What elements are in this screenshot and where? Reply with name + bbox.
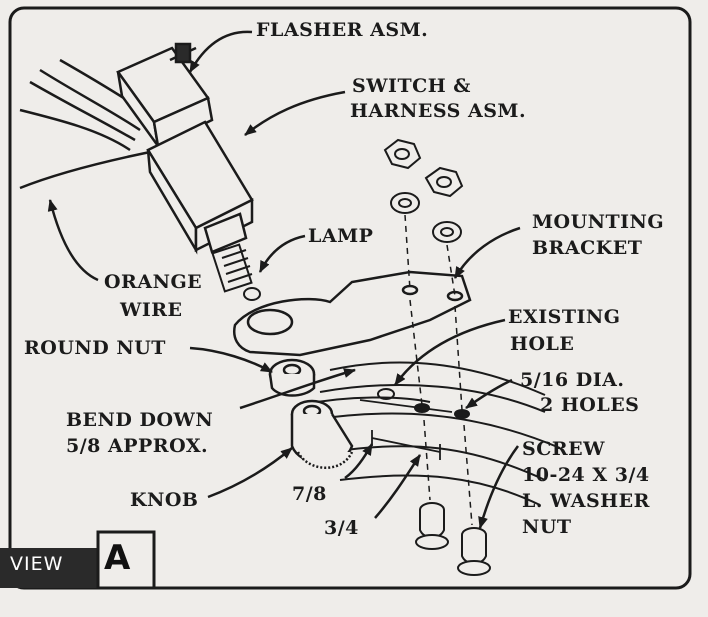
top-nut-right: [424, 166, 464, 198]
label-dim-3-4: 3/4: [324, 517, 359, 539]
round-nut: [268, 358, 316, 397]
frame-border: [8, 6, 692, 590]
top-nut-left: [383, 138, 422, 170]
view-letter: A: [104, 538, 131, 578]
arrow-orange-wire: [47, 199, 99, 282]
label-knob: KNOB: [130, 489, 199, 511]
arrow-mounting: [453, 226, 521, 279]
label-orange-line1: ORANGE: [104, 271, 203, 293]
arrow-round-nut: [189, 346, 273, 374]
label-screw-line3: L. WASHER: [522, 490, 650, 512]
label-switch-line2: HARNESS ASM.: [350, 100, 527, 122]
label-dim-7-8: 7/8: [292, 483, 327, 505]
lamp-socket: [211, 243, 261, 301]
arrow-switch: [244, 90, 346, 136]
label-bend-line2: 5/8 APPROX.: [66, 435, 209, 457]
knob: [290, 399, 354, 469]
screw-left: [415, 502, 449, 550]
flasher-assembly: [116, 42, 214, 148]
view-tab: [0, 530, 156, 590]
arrow-knob: [207, 447, 293, 499]
label-screw-line1: SCREW: [522, 438, 605, 460]
arrow-existing-hole: [393, 318, 506, 386]
label-existing-line2: HOLE: [510, 333, 575, 355]
arrow-bend-down: [239, 368, 356, 410]
label-dia-line1: 5/16 DIA.: [520, 369, 625, 391]
arrow-screw: [478, 445, 520, 529]
dimension-marks: [359, 399, 453, 460]
label-switch-line1: SWITCH &: [352, 75, 471, 97]
label-lamp: LAMP: [308, 225, 374, 247]
label-screw-line2: 10-24 X 3/4: [522, 464, 650, 486]
top-washer-right: [432, 221, 462, 243]
arrow-flasher: [188, 30, 253, 73]
leader-arrows: [47, 30, 521, 529]
view-word: VIEW: [10, 553, 64, 575]
label-flasher-asm: FLASHER ASM.: [256, 19, 429, 41]
top-washer-left: [390, 192, 420, 214]
switch-harness-assembly: [146, 120, 254, 255]
label-mounting-line1: MOUNTING: [532, 211, 665, 233]
assembly-center-lines: [404, 214, 473, 526]
harness-wires: [19, 58, 161, 190]
arrow-dia: [465, 378, 513, 410]
screw-right: [457, 527, 491, 576]
label-existing-line1: EXISTING: [508, 306, 621, 328]
label-round-nut: ROUND NUT: [24, 337, 166, 359]
label-orange-line2: WIRE: [120, 299, 183, 321]
arrow-34: [374, 454, 422, 519]
mounting-bracket: [233, 270, 472, 357]
label-dia-line2: 2 HOLES: [540, 394, 640, 416]
label-mounting-line2: BRACKET: [532, 237, 643, 259]
label-screw-line4: NUT: [522, 516, 572, 538]
arrow-lamp: [258, 234, 306, 273]
arrow-78: [344, 443, 374, 480]
label-bend-line1: BEND DOWN: [66, 409, 214, 431]
